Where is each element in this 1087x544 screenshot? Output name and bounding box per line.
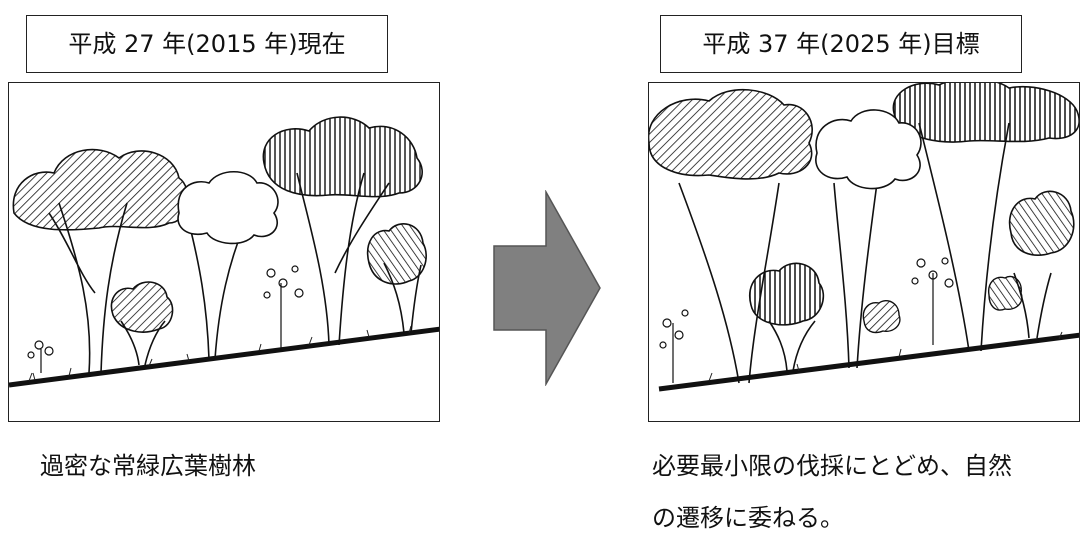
arrow-right-icon [493, 190, 601, 386]
target-caption: 必要最小限の伐採にとどめ、自然 の遷移に委ねる。 [652, 440, 1012, 544]
target-forest-drawing [649, 83, 1079, 392]
target-forest-illustration [648, 82, 1080, 422]
current-forest-drawing [9, 116, 439, 388]
target-caption-line-1: 必要最小限の伐採にとどめ、自然 [652, 452, 1012, 480]
target-year-label: 平成 37 年(2025 年)目標 [660, 15, 1022, 73]
current-year-label: 平成 27 年(2015 年)現在 [26, 15, 388, 73]
current-year-text: 平成 27 年(2015 年)現在 [68, 30, 346, 58]
current-forest-illustration [8, 82, 440, 422]
current-caption: 過密な常緑広葉樹林 [40, 452, 256, 480]
target-caption-line-2: の遷移に委ねる。 [652, 504, 844, 532]
target-year-text: 平成 37 年(2025 年)目標 [702, 30, 980, 58]
